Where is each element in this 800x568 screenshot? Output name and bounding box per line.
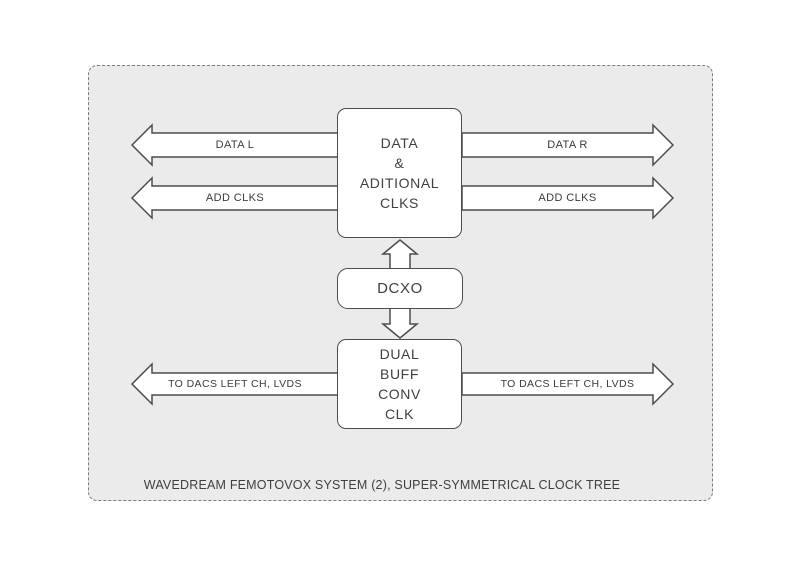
diagram-caption: WAVEDREAM FEMOTOVOX SYSTEM (2), SUPER-SY… xyxy=(143,478,621,492)
data-clks-line: CLKS xyxy=(380,195,419,211)
add-clks-r-arrow-label: ADD CLKS xyxy=(538,192,597,204)
dacs-l-arrow-label: TO DACS LEFT CH, LVDS xyxy=(168,378,302,390)
dual-buff-line: CONV xyxy=(378,386,421,402)
data-r-arrow xyxy=(461,123,675,167)
dacs-r-arrow xyxy=(461,362,675,406)
dacs-r-arrow-label: TO DACS LEFT CH, LVDS xyxy=(500,378,635,390)
dual-buff-line: CLK xyxy=(384,406,415,422)
dual-buff-line: BUFF xyxy=(380,366,419,382)
data-clks-line: ADITIONAL xyxy=(359,175,440,191)
data-l-arrow-label: DATA L xyxy=(215,139,255,151)
data-clks-line: DATA xyxy=(380,135,419,151)
data-aditional-clks-box: DATA & ADITIONAL CLKS xyxy=(337,108,462,238)
dcxo-box: DCXO xyxy=(337,268,463,309)
dual-buff-conv-clk-box: DUAL BUFF CONV CLK xyxy=(337,339,462,429)
data-clks-line: & xyxy=(394,155,405,171)
dcxo-up-arrow xyxy=(380,239,420,271)
add-clks-l-arrow-label: ADD CLKS xyxy=(205,192,265,204)
dual-buff-line: DUAL xyxy=(379,346,420,362)
data-r-arrow-label: DATA R xyxy=(547,139,588,151)
dcxo-label: DCXO xyxy=(377,279,423,297)
dcxo-down-arrow xyxy=(380,307,420,339)
add-clks-r-arrow xyxy=(461,176,675,220)
